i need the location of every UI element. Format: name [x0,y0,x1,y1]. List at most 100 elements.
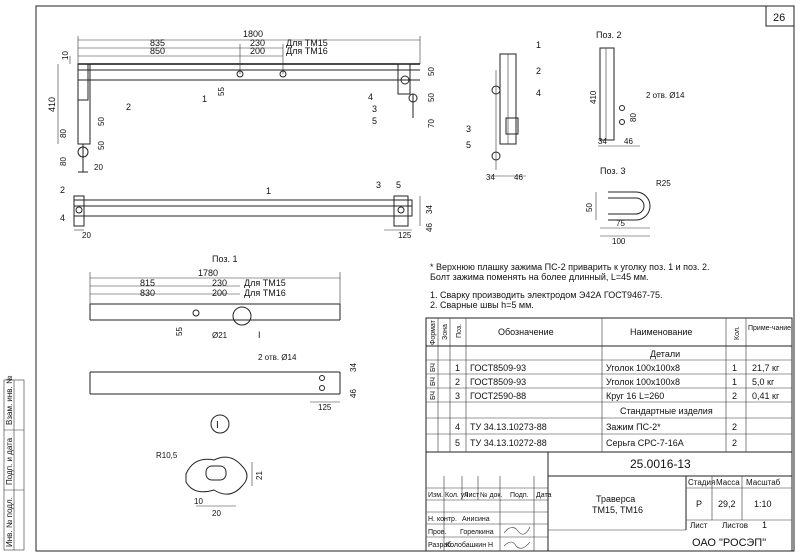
poz1-d21: Ø21 [212,331,228,340]
callout-5-side: 5 [466,140,471,150]
page-number-box [765,5,795,27]
spec-s2-qty: 2 [732,438,737,448]
dim-50-a: 50 [97,117,106,126]
spec-table [425,317,793,453]
callout-1-plan: 1 [266,186,271,196]
dim-20-plan: 20 [82,231,91,240]
poz1-dim-815: 815 [140,278,155,288]
poz1-detail-mark: I [258,330,261,340]
spec-r3-designation: ГОСТ2590-88 [470,391,526,401]
dim-34-side: 34 [486,173,495,182]
poz3-dim-100: 100 [612,237,626,246]
role-nkontr: Н. контр. [428,516,457,523]
callout-4-plan: 4 [60,213,65,223]
callout-5-plan: 5 [396,180,401,190]
dim-50-d: 50 [427,93,436,102]
poz1-dim-200: 200 [212,288,227,298]
spec-h-format: Формат [430,319,437,345]
dim-835: 835 [150,38,165,48]
side-view [490,53,526,177]
stage-value: Р [696,499,702,509]
poz3-view [595,191,651,237]
name-prov: Горелкина [460,529,494,536]
title-block [425,451,793,552]
dim-410: 410 [47,97,57,112]
poz1-view [89,272,341,434]
spec-section-details: Детали [650,349,680,359]
spec-r2-qty: 1 [732,377,737,387]
poz1-dim-230: 230 [212,278,227,288]
stamp-replace: Взам. инв. № [5,375,14,425]
spec-h-name: Наименование [630,327,692,337]
dim-1800: 1800 [243,29,263,39]
page-number: 26 [773,12,785,24]
main-plan-view [73,195,421,231]
spec-r3-note: 0,41 кг [752,391,780,401]
spec-h-zone: Зона [442,324,449,340]
spec-r3-pos: 3 [455,391,460,401]
name-razrab: Колобашкин Н [446,541,493,549]
spec-r2-designation: ГОСТ8509-93 [470,377,526,387]
scale-value: 1:10 [754,499,772,509]
poz1-dim-830: 830 [140,288,155,298]
callout-2-side: 2 [536,66,541,76]
spec-s1-qty: 2 [732,422,737,432]
sheet-frame [35,5,795,552]
role-prov: Пров. [428,529,447,536]
poz1-holes: 2 отв. Ø14 [258,353,297,362]
spec-r2-name: Уголок 100х100х8 [606,377,680,387]
doc-number: 25.0016-13 [630,457,691,471]
dim-80-b: 80 [59,157,68,166]
dim-850: 850 [150,46,165,56]
poz2-view [598,47,640,147]
poz1-for-tm16: Для ТМ16 [244,288,286,298]
stage-label: Стадия [688,478,715,487]
spec-r1-note: 21,7 кг [752,363,780,373]
spec-h-note: Приме-чание [748,325,791,332]
spec-r3-qty: 2 [732,391,737,401]
poz1-for-tm15: Для ТМ15 [244,278,286,288]
callout-4-top: 4 [368,92,373,102]
dim-55: 55 [217,87,226,96]
ch-kol: Кол. уч [445,492,468,499]
dim-46-plan: 46 [425,223,434,232]
poz3-r25: R25 [656,179,671,188]
dim-46-side: 46 [514,173,523,182]
dim-20-top: 20 [94,163,103,172]
stamp-sign: Подп. и дата [5,437,14,485]
spec-r1-name: Уголок 100х100х8 [606,363,680,373]
mass-value: 29,2 [718,499,736,509]
dim-34-plan: 34 [425,205,434,214]
detail-I-dim-20: 20 [212,509,221,518]
ch-izm: Изм. [428,492,443,499]
stamp-inv: Инв. № подл. [5,497,14,547]
spec-r2-pos: 2 [455,377,460,387]
dim-50-b: 50 [97,141,106,150]
spec-r3-name: Круг 16 L=260 [606,391,664,401]
detail-I-dim-10: 10 [194,497,203,506]
note-2: 2. Сварные швы h=5 мм. [430,300,534,310]
poz1-dim-125: 125 [318,403,332,412]
spec-s2-designation: ТУ 34.13.10272-88 [470,438,547,448]
callout-3-top: 3 [372,104,377,114]
spec-section-standard: Стандартные изделия [620,406,713,416]
spec-r3-format: БЧ [430,391,437,400]
poz2-holes: 2 отв. Ø14 [646,91,685,100]
dim-10: 10 [61,51,70,60]
ch-sign: Подп. [510,492,529,499]
role-razrab: Разраб. [428,541,453,549]
poz1-dim-55: 55 [175,327,184,336]
note-asterisk: * Верхнюю плашку зажима ПС-2 приварить к… [430,262,710,272]
scale-label: Масштаб [746,478,781,487]
poz2-dim-410: 410 [589,90,598,104]
signature-mark-2 [503,541,531,549]
callout-1-side: 1 [536,40,541,50]
spec-h-pos: Поз. [456,324,463,338]
detail-I-dim-21: 21 [255,471,264,480]
poz2-dim-46: 46 [624,137,633,146]
signature-mark [503,526,531,535]
detail-I-r105: R10,5 [156,451,178,460]
poz2-dim-80: 80 [629,113,638,122]
poz3-title: Поз. 3 [600,166,626,176]
